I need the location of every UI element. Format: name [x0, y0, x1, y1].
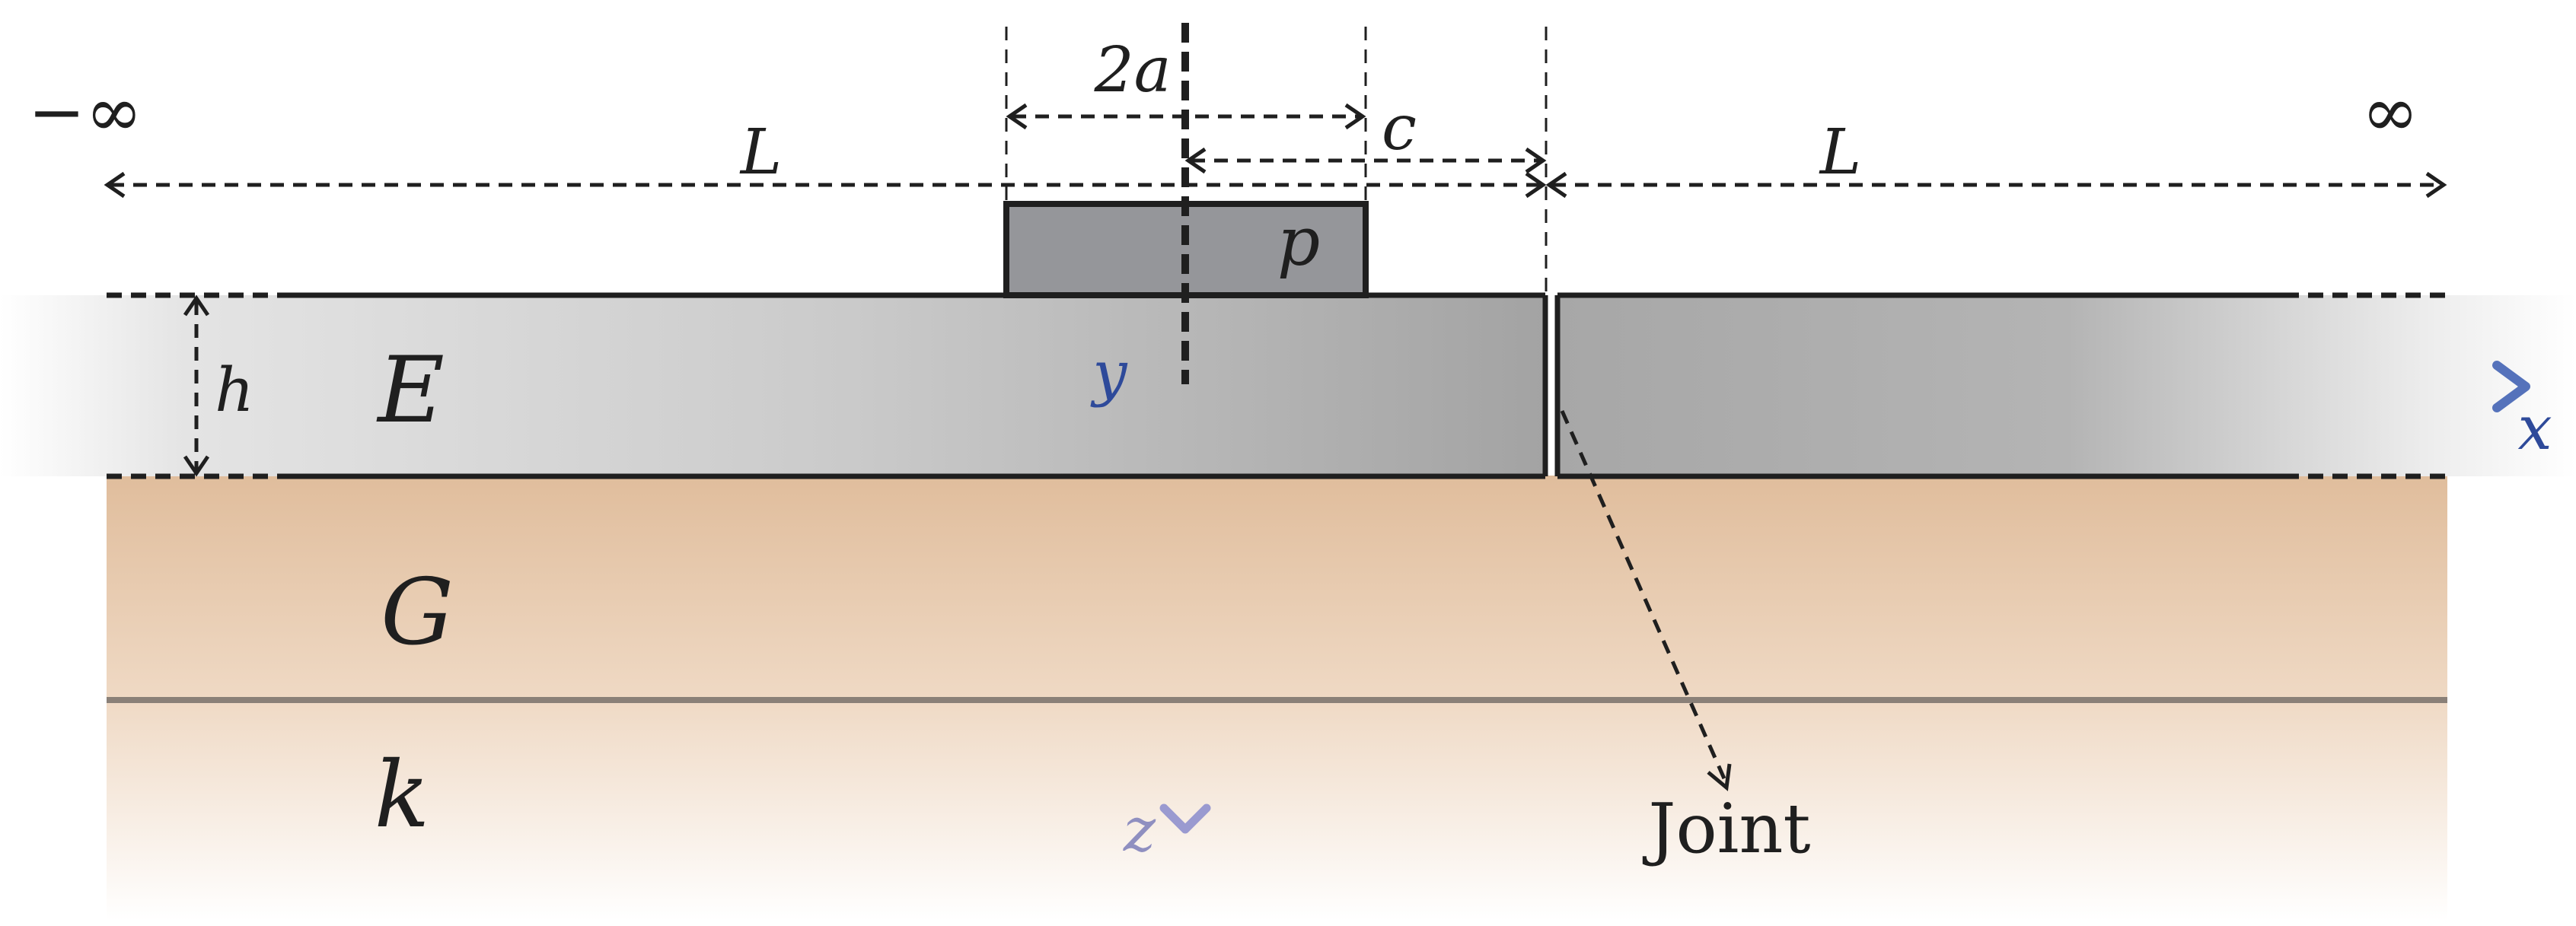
joint-leader-arrow [1560, 409, 1732, 791]
label-k: k [375, 743, 430, 848]
label-2a: 2a [1093, 34, 1171, 107]
dimension-2a [1006, 103, 1366, 130]
dimension-L-right [1545, 171, 2447, 199]
x-axis-arrowhead [2492, 361, 2530, 412]
slab-dashed-edges [107, 292, 2447, 479]
label-x-axis: x [2517, 393, 2552, 463]
label-c: c [1382, 92, 1417, 164]
label-z-axis: z [1123, 794, 1156, 865]
label-y-axis: y [1090, 338, 1128, 409]
dimension-c [1184, 147, 1547, 174]
label-L-left: L [739, 116, 782, 189]
z-axis-arrowhead [1159, 803, 1211, 834]
label-minus-infinity: −∞ [28, 72, 142, 152]
label-joint: Joint [1642, 789, 1810, 869]
guide-lines [1005, 27, 1548, 295]
label-h: h [215, 355, 254, 425]
label-p: p [1277, 202, 1320, 281]
label-L-right: L [1819, 116, 1861, 189]
label-infinity: ∞ [2362, 72, 2419, 152]
label-G: G [381, 560, 454, 666]
label-E: E [376, 338, 445, 444]
dimension-h [183, 294, 210, 477]
dimension-L-left [104, 171, 1547, 199]
